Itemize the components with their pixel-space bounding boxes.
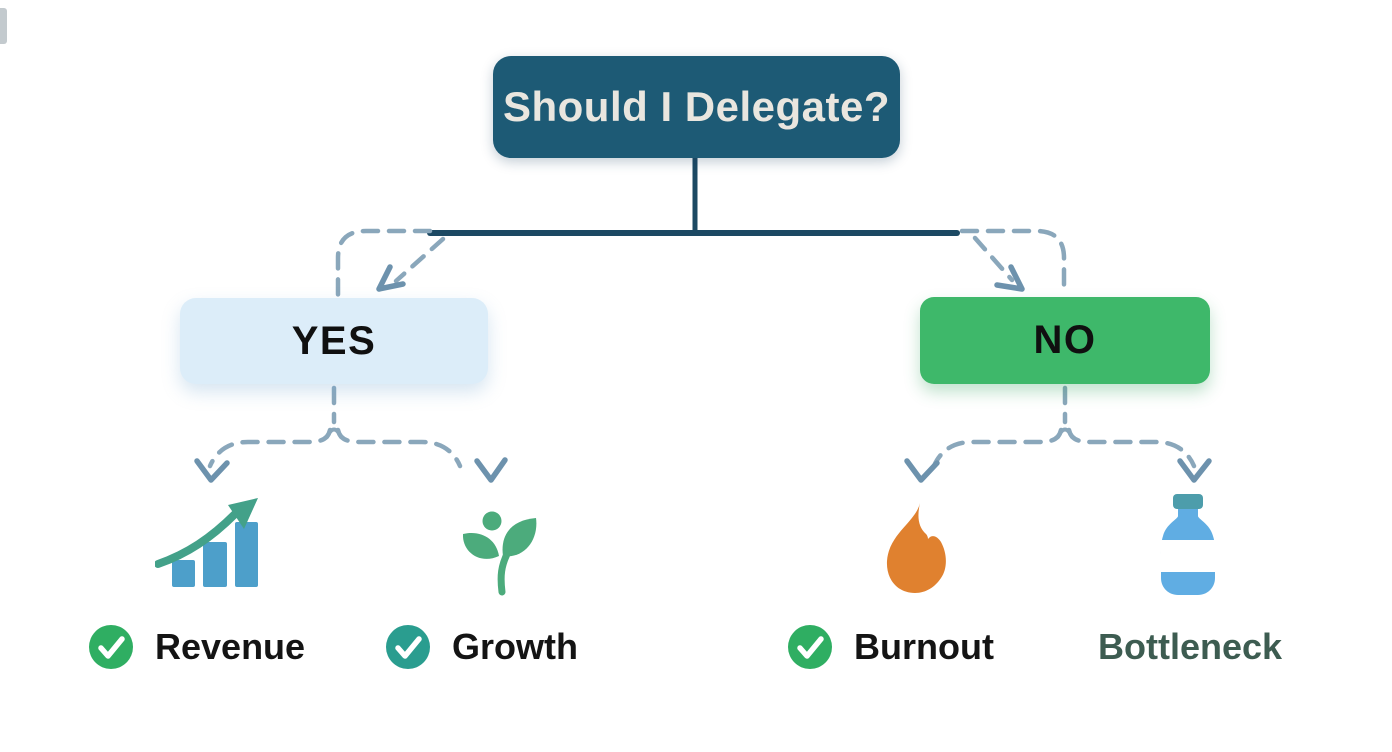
yes-left-branch-dashed-line [207,427,333,469]
root-question-node: Should I Delegate? [493,56,900,158]
burnout-arrowhead-icon [904,458,940,483]
screen-edge-artifact [0,8,7,44]
yes-elbow-dashed-line [335,228,433,299]
yes-right-branch-dashed-line [335,427,463,469]
yes-split-caret [325,427,343,439]
yes-diagonal-dashed-line [393,236,446,284]
no-branch-node: NO [920,297,1210,384]
no-arrowhead-icon [994,264,1025,292]
burnout-label: Burnout [854,626,994,667]
growth-label: Growth [452,626,578,667]
plant-sprout-icon [462,511,537,596]
outcome-bottleneck: Bottleneck [1098,624,1282,670]
bottleneck-label: Bottleneck [1098,626,1283,667]
check-icon [788,625,832,669]
no-right-branch-dashed-line [1066,427,1197,469]
no-left-branch-dashed-line [931,427,1064,469]
yes-branch-label: YES [291,318,377,363]
outcome-revenue: Revenue [88,624,305,670]
yes-arrowhead-icon [376,264,406,292]
outcome-growth: Growth [385,624,578,670]
bottle-icon [1161,494,1215,595]
check-icon [89,625,133,669]
outcome-burnout: Burnout [787,624,994,670]
no-split-caret [1056,427,1074,439]
root-question-label: Should I Delegate? [502,83,891,130]
no-branch-label: NO [1033,318,1097,362]
bar-chart-rising-icon [155,498,258,587]
yes-branch-node: YES [180,298,488,384]
check-icon [386,625,430,669]
flame-icon [886,503,946,593]
no-elbow-dashed-line [959,228,1067,298]
growth-arrowhead-icon [474,457,508,483]
revenue-arrowhead-icon [194,458,230,483]
bottleneck-arrowhead-icon [1177,458,1212,483]
revenue-label: Revenue [155,626,306,667]
no-diagonal-dashed-line [972,235,1015,283]
